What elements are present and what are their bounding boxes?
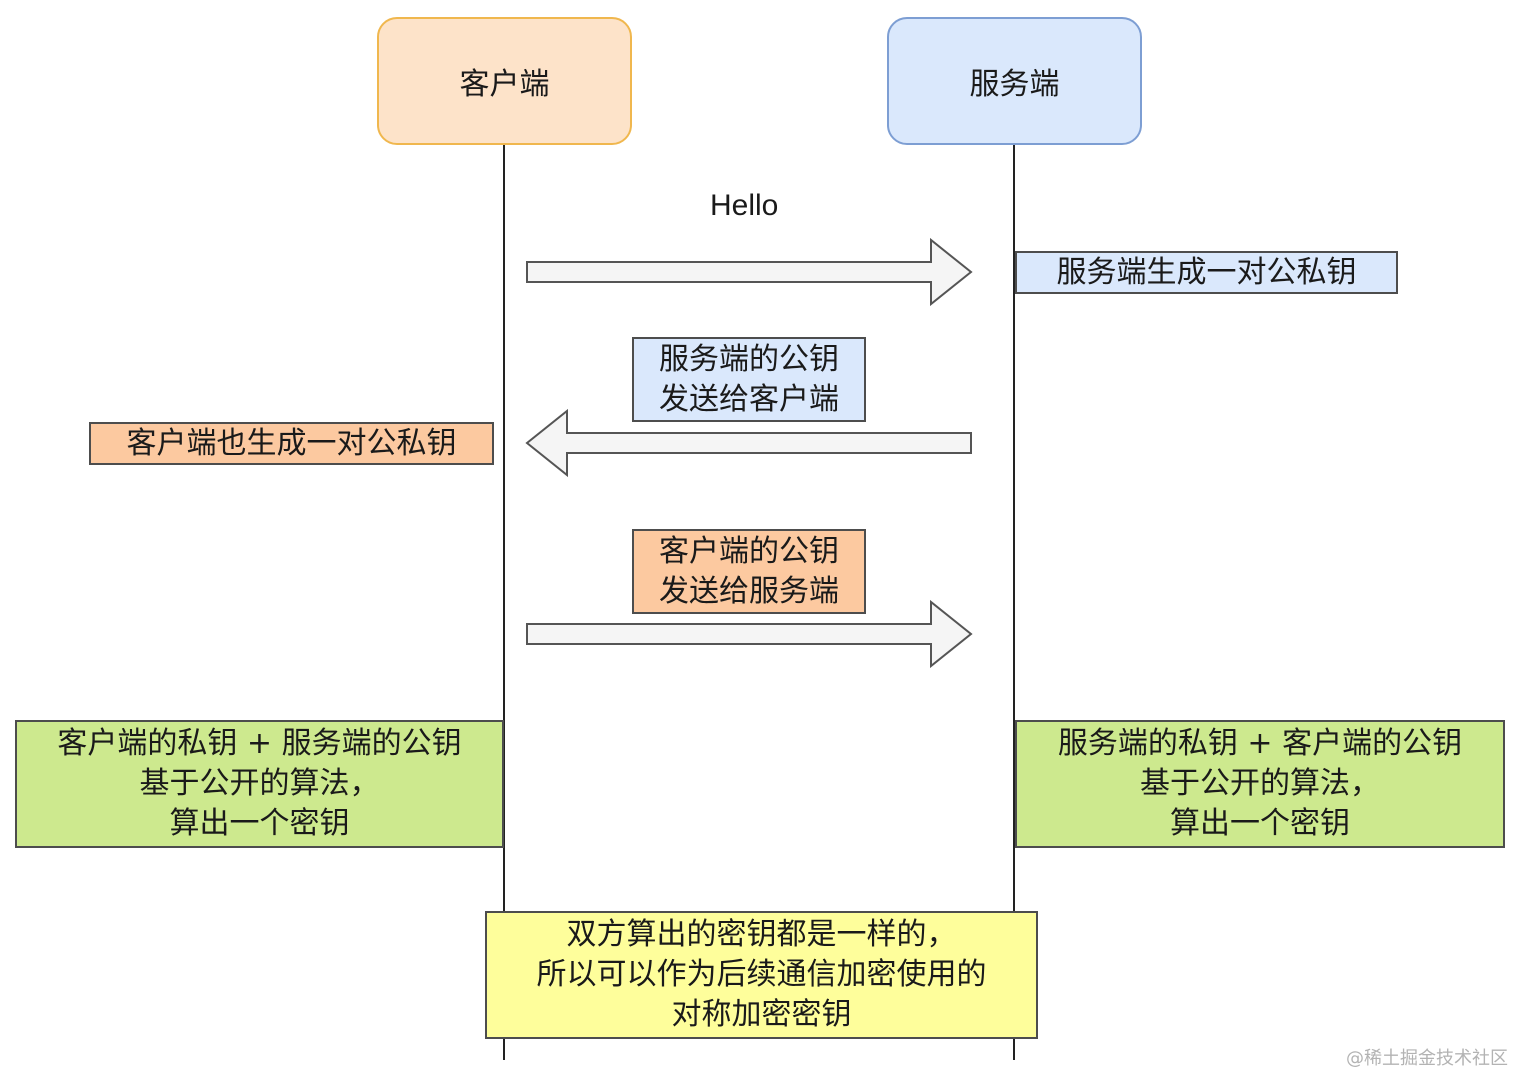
server-generate-keypair-note: 服务端生成一对公私钥 (1015, 251, 1398, 294)
server-actor: 服务端 (887, 17, 1142, 145)
server-actor-label: 服务端 (969, 67, 1060, 102)
client-public-key-note: 客户端的公钥 发送给服务端 (632, 529, 866, 614)
client-public-key-arrow (526, 599, 973, 669)
watermark: @稀土掘金技术社区 (1346, 1048, 1508, 1069)
hello-arrow (526, 237, 973, 307)
client-generate-keypair-note: 客户端也生成一对公私钥 (89, 422, 494, 465)
server-public-key-arrow (525, 408, 972, 478)
client-actor: 客户端 (377, 17, 632, 145)
hello-message-label: Hello (710, 189, 779, 222)
shared-key-result-note: 双方算出的密钥都是一样的， 所以可以作为后续通信加密使用的 对称加密密钥 (485, 911, 1038, 1039)
client-compute-key-note: 客户端的私钥 + 服务端的公钥 基于公开的算法， 算出一个密钥 (15, 720, 504, 848)
server-compute-key-note: 服务端的私钥 + 客户端的公钥 基于公开的算法， 算出一个密钥 (1015, 720, 1505, 848)
client-actor-label: 客户端 (459, 67, 550, 102)
server-public-key-note: 服务端的公钥 发送给客户端 (632, 337, 866, 422)
